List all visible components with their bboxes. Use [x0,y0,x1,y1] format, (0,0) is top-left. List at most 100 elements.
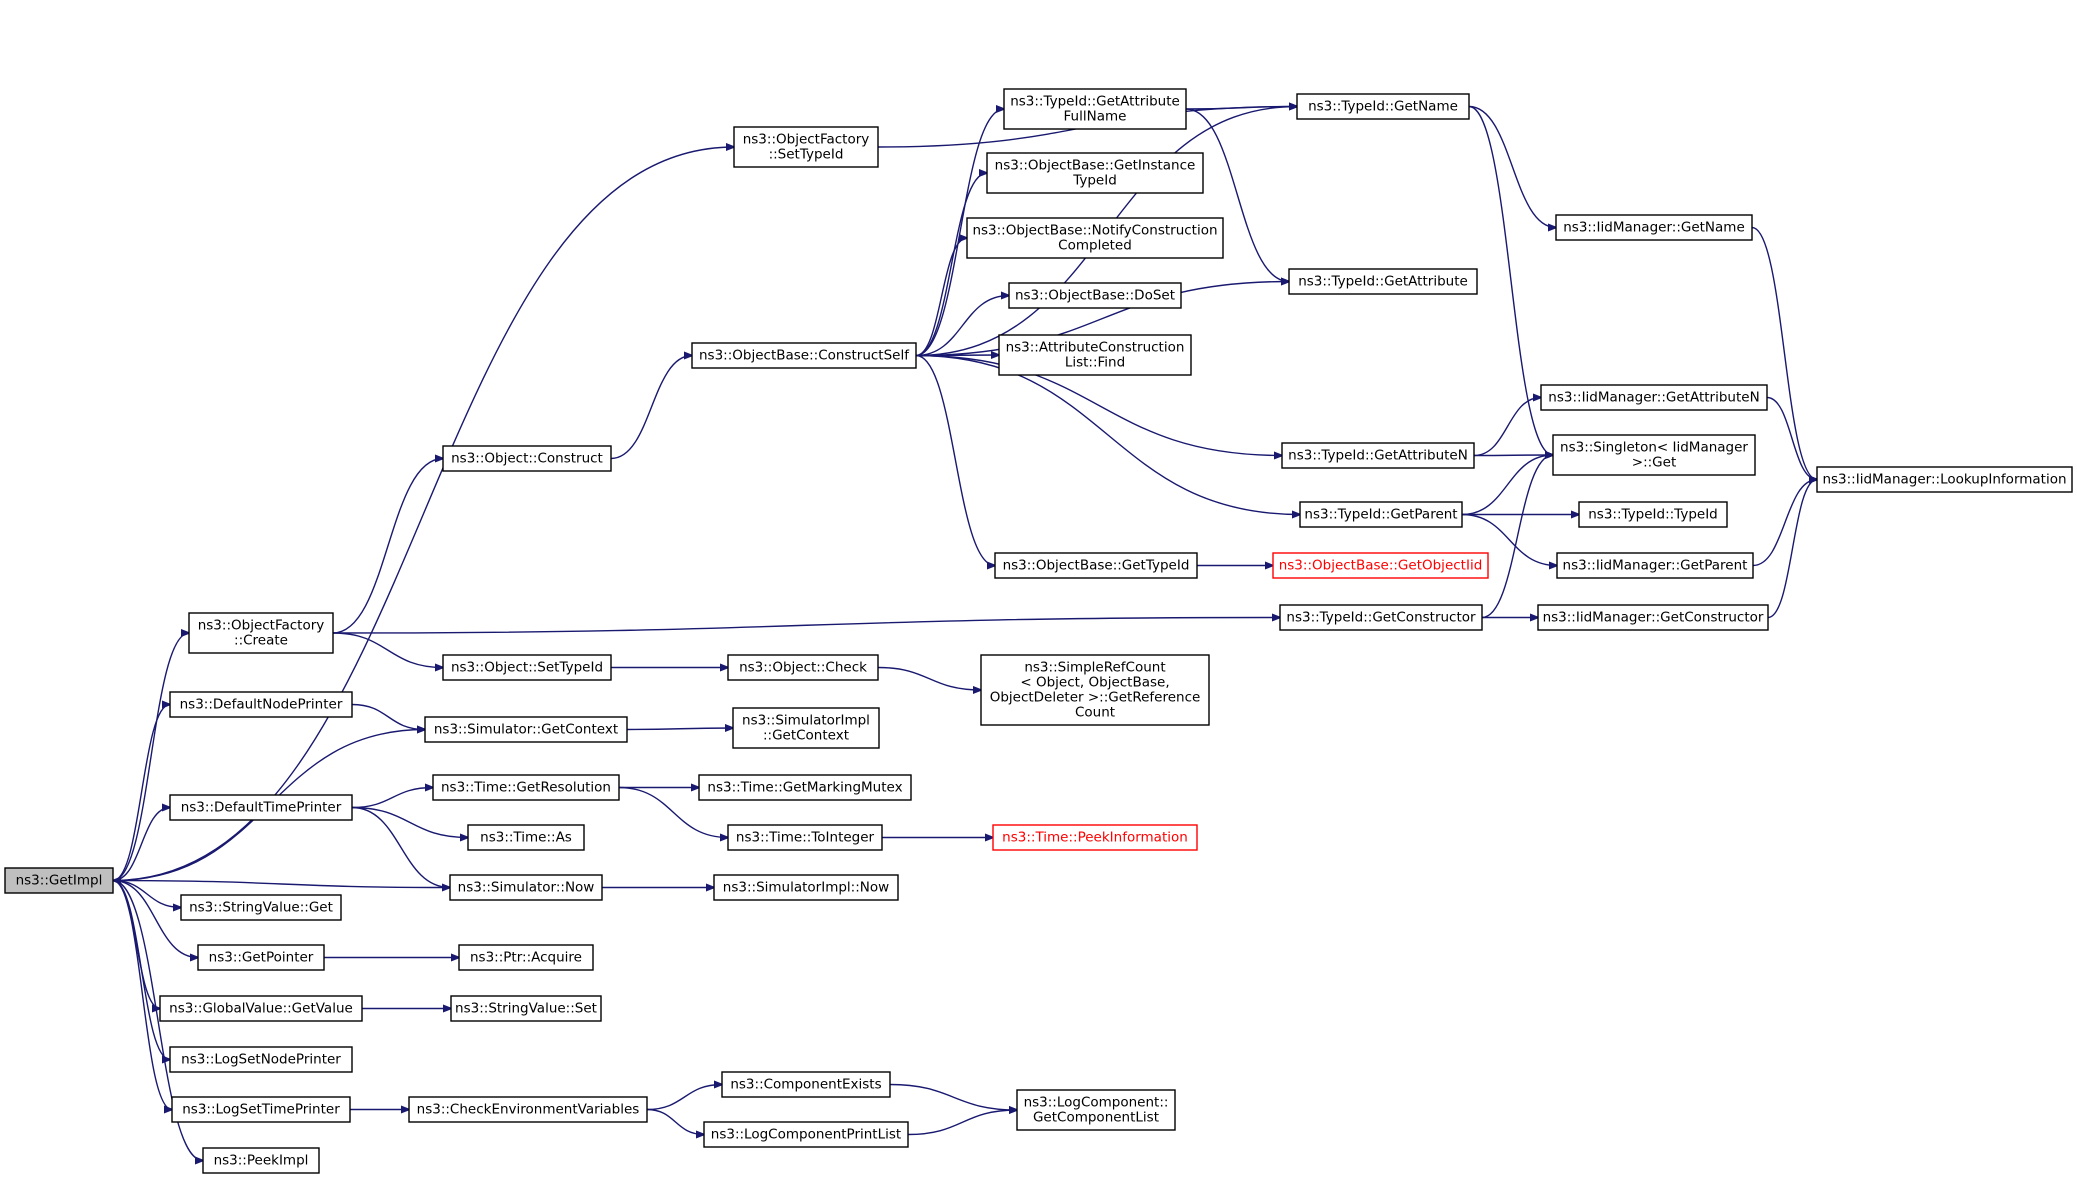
node-ptr-acquire[interactable]: ns3::Ptr::Acquire [458,944,594,971]
edge-iid-mgr-get-constructor-to-iid-mgr-lookup-information [1767,480,1817,619]
node-ob-do-set[interactable]: ns3::ObjectBase::DoSet [1008,282,1182,309]
node-get-pointer[interactable]: ns3::GetPointer [197,944,325,971]
node-type-id-get-attribute[interactable]: ns3::TypeId::GetAttribute [1288,268,1478,295]
node-label: FullName [1064,109,1127,125]
node-peek-impl[interactable]: ns3::PeekImpl [202,1147,320,1174]
node-type-id-get-name[interactable]: ns3::TypeId::GetName [1296,93,1470,120]
edge-ob-construct-self-to-ob-get-type-id [915,354,995,566]
edge-simulator-get-context-to-sim-impl-get-context [626,728,733,730]
node-sim-impl-get-context[interactable]: ns3::SimulatorImpl::GetContext [732,707,880,749]
node-ob-get-object-iid[interactable]: ns3::ObjectBase::GetObjectIid [1272,552,1489,579]
node-check-environment-variables[interactable]: ns3::CheckEnvironmentVariables [408,1096,648,1123]
node-label: ns3::IidManager::GetName [1563,220,1745,236]
node-type-id-get-constructor[interactable]: ns3::TypeId::GetConstructor [1279,604,1483,631]
edge-default-time-printer-to-time-get-resolution [351,788,433,809]
node-sim-impl-now[interactable]: ns3::SimulatorImpl::Now [713,874,899,901]
node-log-component-get-component-list[interactable]: ns3::LogComponent::GetComponentList [1016,1089,1176,1131]
node-label: ns3::StringValue::Get [189,900,333,916]
node-component-exists[interactable]: ns3::ComponentExists [721,1071,891,1098]
node-time-as[interactable]: ns3::Time::As [467,824,585,851]
node-log-set-time-printer[interactable]: ns3::LogSetTimePrinter [171,1096,351,1123]
node-box [1281,442,1475,469]
node-type-id-type-id[interactable]: ns3::TypeId::TypeId [1578,501,1728,528]
edge-iid-mgr-get-name-to-iid-mgr-lookup-information [1751,226,1817,480]
node-label: ns3::PeekImpl [214,1153,309,1169]
node-time-to-integer[interactable]: ns3::Time::ToInteger [727,824,883,851]
node-label: ::GetContext [763,728,849,744]
node-iid-mgr-get-attribute-n[interactable]: ns3::IidManager::GetAttributeN [1540,384,1768,411]
node-box [1816,466,2073,493]
edge-type-id-get-name-to-singleton-get [1468,105,1553,456]
edge-log-component-print-list-to-log-component-get-component-list [907,1110,1017,1136]
edge-of-create-to-object-construct [332,459,443,634]
node-time-get-marking-mutex[interactable]: ns3::Time::GetMarkingMutex [698,774,912,801]
edge-type-id-get-attribute-full-name-to-type-id-get-attribute [1185,108,1289,282]
node-box [1279,604,1483,631]
node-simulator-now[interactable]: ns3::Simulator::Now [449,874,603,901]
node-ob-construct-self[interactable]: ns3::ObjectBase::ConstructSelf [691,342,917,369]
node-label: ns3::StringValue::Set [455,1001,597,1017]
edge-default-time-printer-to-time-as [351,806,468,838]
node-string-value-set[interactable]: ns3::StringValue::Set [450,995,602,1022]
edge-component-exists-to-log-component-get-component-list [889,1083,1017,1111]
node-box [1578,501,1728,528]
node-default-time-printer[interactable]: ns3::DefaultTimePrinter [169,794,353,821]
node-global-value-get-value[interactable]: ns3::GlobalValue::GetValue [159,995,363,1022]
node-time-peek-information[interactable]: ns3::Time::PeekInformation [992,824,1198,851]
node-label: ns3::Time::ToInteger [736,830,875,846]
node-label: ns3::Ptr::Acquire [470,950,582,966]
node-box [732,707,880,749]
node-string-value-get[interactable]: ns3::StringValue::Get [180,894,342,921]
node-label: ObjectDeleter >::GetReference [990,690,1201,706]
node-box [721,1071,891,1098]
node-label: ns3::Object::Check [739,660,867,676]
node-singleton-get[interactable]: ns3::Singleton< IidManager>::Get [1552,434,1756,476]
node-label: ns3::Simulator::GetContext [434,722,618,738]
node-iid-mgr-get-constructor[interactable]: ns3::IidManager::GetConstructor [1537,604,1769,631]
node-type-id-get-parent[interactable]: ns3::TypeId::GetParent [1299,501,1463,528]
node-label: List::Find [1065,355,1125,371]
node-label: ns3::Singleton< IidManager [1560,440,1748,456]
node-box [1008,282,1182,309]
node-box [727,824,883,851]
node-of-create[interactable]: ns3::ObjectFactory::Create [188,612,334,654]
node-box [1003,88,1187,130]
edge-object-construct-to-ob-construct-self [610,356,692,460]
node-object-construct[interactable]: ns3::Object::Construct [442,445,612,472]
node-box [691,342,917,369]
node-label: ns3::TypeId::TypeId [1588,507,1718,523]
node-object-set-type-id[interactable]: ns3::Object::SetTypeId [442,654,612,681]
node-type-id-get-attribute-n[interactable]: ns3::TypeId::GetAttributeN [1281,442,1475,469]
node-log-set-node-printer[interactable]: ns3::LogSetNodePrinter [169,1046,353,1073]
node-iid-mgr-get-name[interactable]: ns3::IidManager::GetName [1555,214,1753,241]
node-src-get-reference-count[interactable]: ns3::SimpleRefCount< Object, ObjectBase,… [980,654,1210,726]
node-label: ns3::SimulatorImpl::Now [723,880,889,896]
node-box [188,612,334,654]
node-simulator-get-context[interactable]: ns3::Simulator::GetContext [424,716,628,743]
node-get-impl[interactable]: ns3::GetImpl [4,867,114,894]
node-label: ns3::ComponentExists [730,1077,881,1093]
edge-simulator-now-to-get-impl [113,881,451,889]
node-log-component-print-list[interactable]: ns3::LogComponentPrintList [703,1121,909,1148]
node-label: ns3::ObjectBase::NotifyConstruction [972,223,1217,239]
node-time-get-resolution[interactable]: ns3::Time::GetResolution [432,774,620,801]
node-label: ns3::DefaultTimePrinter [181,800,342,816]
node-label: ns3::TypeId::GetAttributeN [1288,448,1468,464]
node-iid-mgr-lookup-information[interactable]: ns3::IidManager::LookupInformation [1816,466,2073,493]
node-object-check[interactable]: ns3::Object::Check [727,654,879,681]
node-ob-notify-construction-completed[interactable]: ns3::ObjectBase::NotifyConstructionCompl… [966,217,1224,259]
edge-ob-construct-self-to-type-id-get-attribute-n [915,354,1282,456]
node-iid-mgr-get-parent[interactable]: ns3::IidManager::GetParent [1556,552,1754,579]
node-ob-get-type-id[interactable]: ns3::ObjectBase::GetTypeId [994,552,1198,579]
node-label: ns3::TypeId::GetAttribute [1298,274,1468,290]
node-box [169,794,353,821]
edge-get-impl-to-log-set-node-printer [112,879,170,1060]
node-box [986,152,1204,194]
node-default-node-printer[interactable]: ns3::DefaultNodePrinter [169,691,353,718]
node-of-set-type-id[interactable]: ns3::ObjectFactory::SetTypeId [733,126,879,168]
node-box [980,654,1210,726]
edge-object-check-to-src-get-reference-count [877,666,981,691]
